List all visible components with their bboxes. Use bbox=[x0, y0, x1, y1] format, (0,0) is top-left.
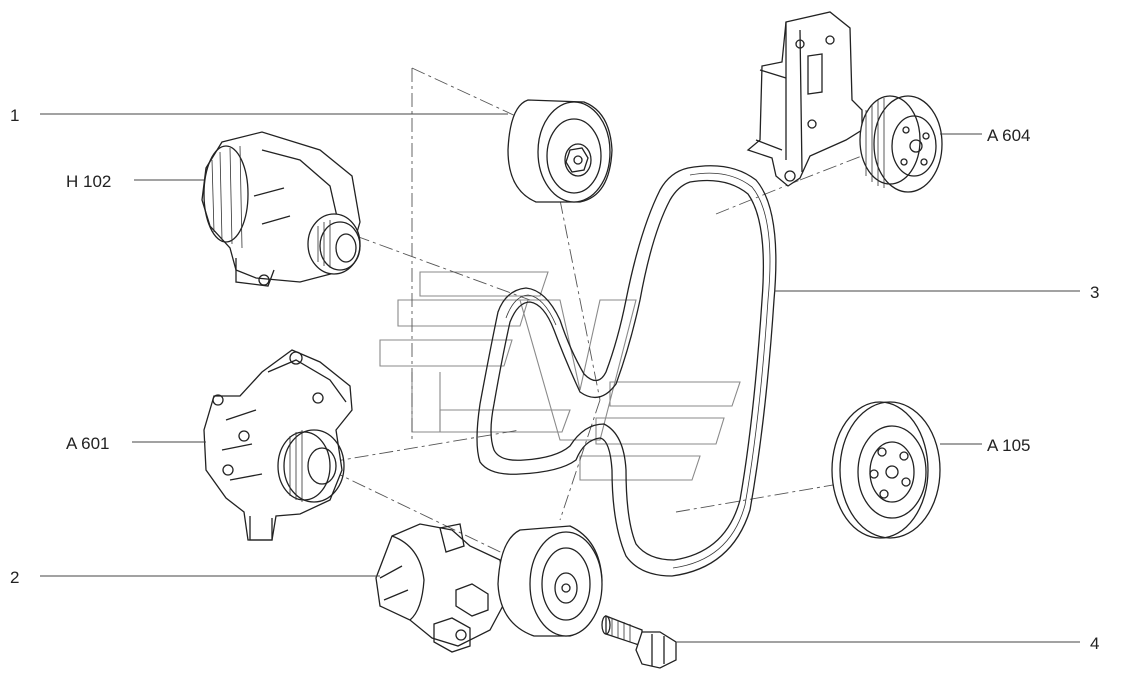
leader-lines bbox=[40, 113, 1080, 643]
callout-label-4: 4 bbox=[1090, 634, 1099, 653]
belt-tensioner bbox=[375, 523, 603, 653]
drive-belt bbox=[476, 165, 777, 577]
alignment-lines bbox=[329, 67, 873, 601]
callout-label-1: 1 bbox=[10, 106, 19, 125]
part-label-a604: A 604 bbox=[987, 126, 1031, 145]
crankshaft-pulley bbox=[831, 401, 941, 539]
bolt bbox=[601, 615, 677, 669]
callout-label-3: 3 bbox=[1090, 283, 1099, 302]
alternator bbox=[201, 131, 361, 287]
water-pump bbox=[203, 349, 353, 541]
callout-label-2: 2 bbox=[10, 568, 19, 587]
part-label-a601: A 601 bbox=[66, 434, 110, 453]
idler-pulley bbox=[507, 99, 613, 203]
part-label-h102: H 102 bbox=[66, 172, 111, 191]
watermark-logo bbox=[379, 271, 741, 481]
bracket-pulley-assembly bbox=[746, 11, 943, 193]
part-label-a105: A 105 bbox=[987, 436, 1031, 455]
